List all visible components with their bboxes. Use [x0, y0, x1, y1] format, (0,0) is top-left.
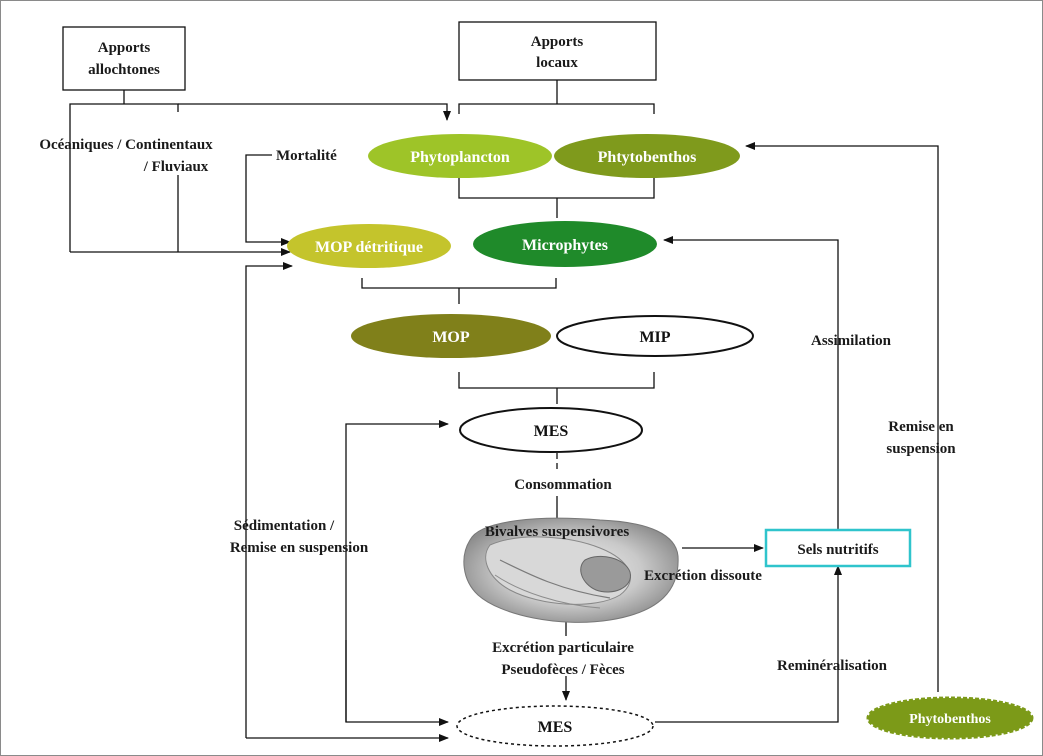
sedimentation-line1: Sédimentation / [234, 518, 335, 534]
phytobenthos-bottom-label: Phytobenthos [909, 712, 991, 727]
locaux-line1: Apports [531, 34, 584, 50]
ellipse-mop: MOP [351, 314, 551, 358]
label-bivalves: Bivalves suspensivores [485, 524, 629, 540]
connectors [69, 80, 939, 742]
remise-line1: Remise en [888, 419, 954, 435]
label-excretion-particulaire: Excrétion particulaire Pseudofèces / Fèc… [492, 640, 634, 678]
label-oceaniques: Océaniques / Continentaux / Fluviaux [39, 137, 213, 175]
mip-label: MIP [639, 329, 670, 346]
allochtones-line2: allochtones [88, 62, 160, 78]
oceaniques-line2: / Fluviaux [143, 159, 209, 175]
remise-line2: suspension [886, 441, 956, 457]
arrow-remise-suspension [745, 142, 939, 692]
box-apports-locaux: Apports locaux [458, 21, 657, 81]
locaux-line2: locaux [536, 55, 578, 71]
ellipse-mes-top: MES [459, 407, 643, 453]
allochtones-line1: Apports [98, 40, 151, 56]
arrow-left-to-mop [245, 262, 293, 738]
mop-detritique-label: MOP détritique [315, 239, 423, 256]
arrow-sedimentation-up [345, 420, 449, 722]
mop-label: MOP [432, 329, 470, 346]
ellipse-mes-bottom: MES [456, 705, 654, 747]
arrow-assimilation [663, 236, 839, 530]
ellipse-phytobenthos-top: Phtytobenthos [554, 134, 740, 178]
line-phyto-bracket [458, 176, 655, 199]
line-allochtones-bracket [69, 103, 179, 112]
line-locaux-bracket [458, 103, 655, 114]
arrow-mortalite [245, 154, 291, 246]
mes-top-label: MES [534, 423, 569, 440]
line-detritus-bracket [361, 278, 557, 289]
excretion-particulaire-line2: Pseudofèces / Fèces [501, 662, 624, 678]
line-mop-bracket [458, 372, 655, 389]
ellipse-microphytes: Microphytes [473, 221, 657, 267]
excretion-particulaire-line1: Excrétion particulaire [492, 640, 634, 656]
arrow-remineralisation [655, 565, 842, 723]
label-remineralisation: Reminéralisation [777, 658, 888, 674]
microphytes-label: Microphytes [522, 237, 608, 254]
label-consommation: Consommation [514, 477, 612, 493]
arrow-sedimentation-down [345, 640, 449, 726]
arrow-to-phytoplancton [178, 103, 451, 121]
box-apports-allochtones: Apports allochtones [62, 26, 186, 91]
mes-bottom-label: MES [538, 719, 573, 736]
oceaniques-line1: Océaniques / Continentaux [39, 137, 213, 153]
phytoplancton-label: Phytoplancton [410, 149, 510, 166]
sels-label: Sels nutritifs [797, 542, 878, 558]
ellipse-mip: MIP [556, 315, 754, 357]
phytobenthos-top-label: Phtytobenthos [598, 149, 697, 166]
label-remise: Remise en suspension [886, 419, 956, 457]
label-sedimentation: Sédimentation / Remise en suspension [230, 518, 369, 556]
oyster-icon [463, 517, 679, 623]
ellipse-phytoplancton: Phytoplancton [368, 134, 552, 178]
ellipse-phytobenthos-bottom: Phytobenthos [866, 696, 1034, 740]
label-assimilation: Assimilation [811, 333, 892, 349]
ellipse-mop-detritique: MOP détritique [287, 224, 451, 268]
label-excretion-dissoute: Excrétion dissoute [644, 568, 762, 584]
label-mortalite: Mortalité [276, 148, 337, 164]
box-sels-nutritifs: Sels nutritifs [764, 528, 912, 568]
sedimentation-line2: Remise en suspension [230, 540, 369, 556]
